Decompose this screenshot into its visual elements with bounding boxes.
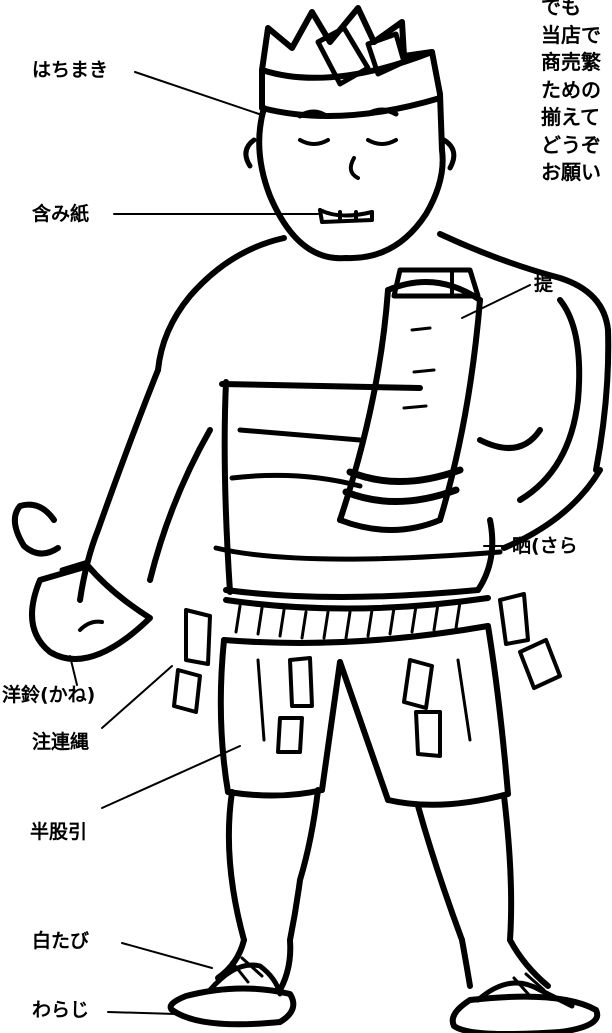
label-shirotabi: 白たび: [32, 932, 89, 951]
legs: [229, 790, 511, 940]
label-hachimaki: はちまき: [32, 61, 108, 80]
fukumigami-mouth-paper: [320, 210, 372, 222]
leader-waraji: [108, 1012, 176, 1014]
label-chochin: 提: [534, 275, 553, 294]
yorei-bell: [32, 562, 150, 659]
hanmomohiki-shorts: [221, 626, 508, 805]
shirotabi-socks: [218, 940, 548, 990]
label-fukumigami: 含み紙: [32, 205, 89, 224]
label-sarashi: 晒(さら: [512, 537, 578, 556]
leader-shirotabi: [122, 943, 212, 968]
chochin-lantern: [340, 270, 480, 530]
intro-text-line: 当店で: [541, 22, 601, 50]
intro-text-line: ための: [541, 77, 601, 105]
left-arm: [15, 370, 210, 600]
label-yorei: 洋鈴(かね): [2, 686, 95, 705]
intro-text-line: 商売繁: [541, 49, 601, 77]
intro-text-line: でも: [541, 0, 601, 22]
hachimaki-headband: [262, 8, 442, 150]
label-waraji: わらじ: [32, 1001, 89, 1020]
leader-hachimaki: [135, 72, 262, 115]
leader-hanmomohiki: [102, 746, 240, 808]
intro-text-block: でも 当店で 商売繁 ための 揃えて どうぞ お願い: [541, 0, 601, 187]
label-hanmomohiki: 半股引: [30, 823, 87, 842]
intro-text-line: どうぞ: [541, 132, 601, 160]
right-arm: [480, 300, 600, 548]
label-shimenawa: 注連縄: [32, 733, 89, 752]
intro-text-line: 揃えて: [541, 104, 601, 132]
intro-text-line: お願い: [541, 159, 601, 187]
leader-chochin: [462, 285, 530, 318]
head: [246, 108, 454, 258]
leader-shimenawa: [102, 666, 172, 728]
